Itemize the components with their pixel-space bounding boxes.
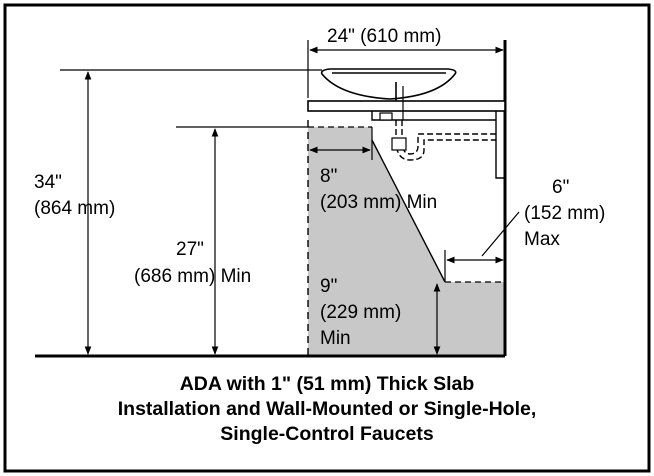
caption-line2: Installation and Wall-Mounted or Single-…	[118, 398, 537, 420]
outer-border	[3, 3, 651, 473]
knee-height-line1: 27"	[176, 239, 204, 260]
toe-depth-line3: Max	[524, 229, 560, 250]
basin-bowl	[320, 68, 457, 100]
width-dim-label: 24" (610 mm)	[327, 26, 441, 47]
knee-slope-line	[371, 139, 446, 283]
knee-height-line2: (686 mm) Min	[134, 266, 251, 287]
knee-depth-line1: 8"	[320, 166, 337, 187]
toe-depth-leader	[481, 211, 520, 257]
toe-depth-line2: (152 mm)	[524, 203, 605, 224]
overall-height-line2: (864 mm)	[34, 198, 115, 219]
p-trap-inner	[401, 120, 496, 155]
toe-height-line3: Min	[320, 328, 351, 349]
caption-line3: Single-Control Faucets	[220, 423, 434, 445]
countertop-slab	[307, 100, 506, 112]
support-bracket	[371, 111, 505, 179]
toe-height-line1: 9"	[320, 276, 337, 297]
bracket-clip	[379, 112, 393, 121]
caption-line1: ADA with 1" (51 mm) Thick Slab	[180, 373, 475, 395]
overall-height-line1: 34"	[34, 172, 62, 193]
knee-depth-line2: (203 mm) Min	[320, 192, 437, 213]
trap-nut	[391, 137, 407, 151]
toe-height-line2: (229 mm)	[320, 302, 401, 323]
clearance-zone	[308, 127, 505, 356]
toe-depth-line1: 6"	[552, 177, 569, 198]
